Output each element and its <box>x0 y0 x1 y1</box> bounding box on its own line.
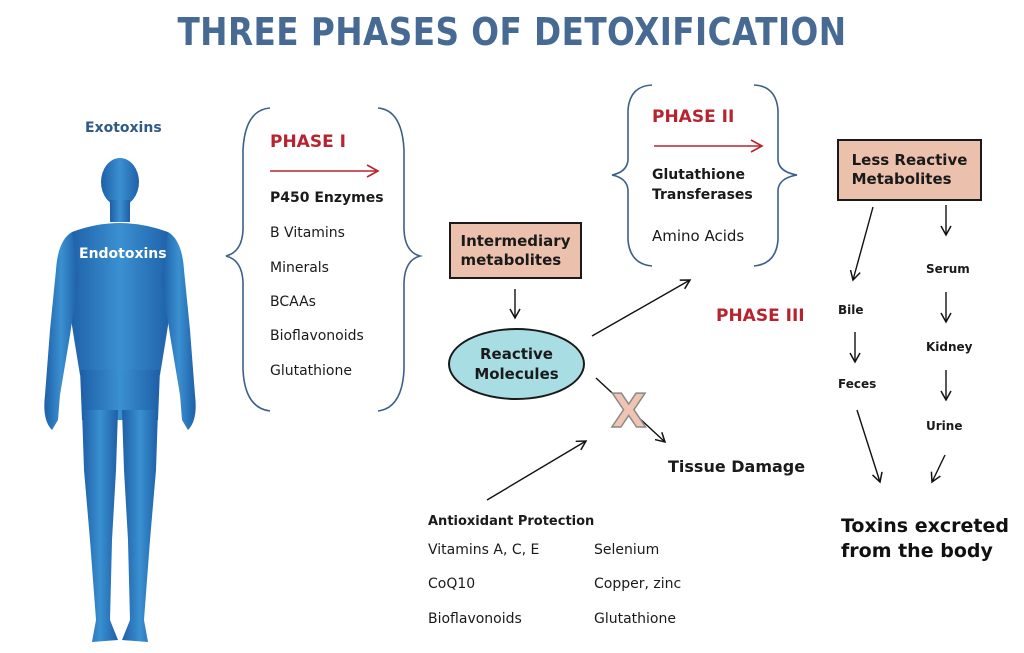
reactive-to-phase2-arrow <box>591 279 692 337</box>
antioxidant-item: Copper, zinc <box>594 576 682 592</box>
phase1-label: PHASE I <box>270 132 346 152</box>
less-reactive-line2: Metabolites <box>851 170 952 188</box>
urine-label: Urine <box>926 419 963 433</box>
reactive-molecules-ellipse: Reactive Molecules <box>448 328 585 400</box>
antioxidant-item: Vitamins A, C, E <box>428 542 540 558</box>
intermediary-metabolites-box: Intermediary metabolites <box>449 222 582 279</box>
reactive-to-tissue-damage-arrow <box>595 377 667 444</box>
endotoxins-label: Endotoxins <box>79 246 167 262</box>
phase2-right-brace <box>753 84 798 267</box>
phase1-item: BCAAs <box>270 294 316 310</box>
phase1-item: P450 Enzymes <box>270 190 384 206</box>
phase1-item: Glutathione <box>270 363 352 379</box>
phase3-label: PHASE III <box>716 306 805 326</box>
phase2-left-brace <box>611 84 653 267</box>
body-silhouette <box>44 158 196 642</box>
phase1-item: Bioflavonoids <box>270 328 364 344</box>
antioxidant-item: Bioflavonoids <box>428 611 522 627</box>
urine-to-excretion-arrow <box>930 454 946 484</box>
antioxidant-item: Selenium <box>594 542 660 558</box>
phase2-enzyme: Glutathione Transferases <box>652 165 753 205</box>
phase2-item: Amino Acids <box>652 227 745 245</box>
blocked-x-mark: X <box>610 383 647 439</box>
phase2-label: PHASE II <box>652 107 735 127</box>
intermediary-line2: metabolites <box>460 250 562 269</box>
feces-to-excretion-arrow <box>856 409 883 484</box>
antioxidant-heading: Antioxidant Protection <box>428 514 595 529</box>
serum-label: Serum <box>926 262 970 276</box>
kidney-label: Kidney <box>926 340 973 354</box>
reactive-line1: Reactive <box>479 345 553 363</box>
reactive-line2: Molecules <box>474 365 559 383</box>
less-reactive-to-bile-arrow <box>849 206 874 282</box>
intermediary-line1: Intermediary <box>460 231 571 250</box>
human-body-figure <box>44 158 196 642</box>
phase2-enzyme-line2: Transferases <box>652 187 753 203</box>
toxins-excreted-label: Toxins excreted from the body <box>841 514 1009 564</box>
phase1-item: Minerals <box>270 260 329 276</box>
less-reactive-line1: Less Reactive <box>851 151 968 169</box>
exotoxins-label: Exotoxins <box>85 120 162 136</box>
toxins-excreted-line1: Toxins excreted <box>841 515 1009 537</box>
bile-label: Bile <box>838 303 864 317</box>
tissue-damage-label: Tissue Damage <box>668 457 806 476</box>
toxins-excreted-line2: from the body <box>841 540 993 562</box>
less-reactive-metabolites-box: Less Reactive Metabolites <box>837 139 982 201</box>
antioxidant-item: CoQ10 <box>428 576 476 592</box>
page-title: THREE PHASES OF DETOXIFICATION <box>177 10 847 54</box>
phase1-left-brace <box>225 107 271 412</box>
antioxidant-to-block-arrow <box>486 440 588 501</box>
phase1-right-brace <box>377 107 424 412</box>
phase1-item: B Vitamins <box>270 225 345 241</box>
feces-label: Feces <box>838 377 877 391</box>
antioxidant-item: Glutathione <box>594 611 676 627</box>
phase2-enzyme-line1: Glutathione <box>652 167 745 183</box>
head <box>101 158 139 206</box>
